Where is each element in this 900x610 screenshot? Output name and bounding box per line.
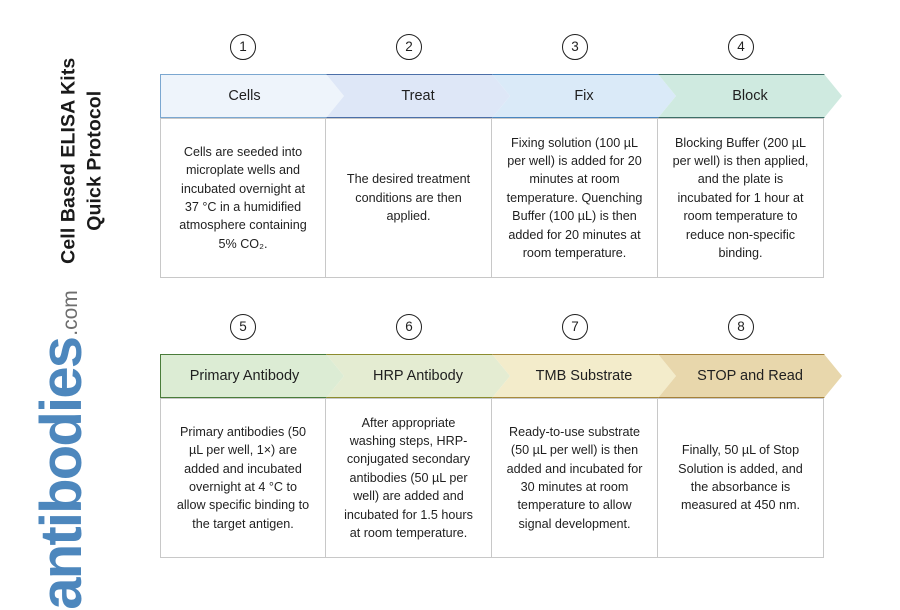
- flow-step-label: Block: [732, 88, 768, 104]
- flow-step-chevron[interactable]: Fix: [492, 74, 676, 118]
- flow-step-description: Cells are seeded into microplate wells a…: [179, 144, 307, 251]
- flow-step-description-box: Fixing solution (100 µL per well) is add…: [492, 118, 658, 278]
- brand-column: Cell Based ELISA Kits Quick Protocol ant…: [0, 0, 155, 610]
- step-number-badge: 7: [562, 314, 588, 340]
- flow-step-chevron[interactable]: Cells: [160, 74, 344, 118]
- detail-strip: Cells are seeded into microplate wells a…: [160, 118, 842, 278]
- flow-step-label: STOP and Read: [697, 368, 803, 384]
- flow-step-description-box: Blocking Buffer (200 µL per well) is the…: [658, 118, 824, 278]
- step-badge-strip: 5 6 7 8: [160, 314, 840, 354]
- flow-step-description: After appropriate washing steps, HRP-con…: [344, 415, 473, 540]
- flow-step-chevron[interactable]: Primary Antibody: [160, 354, 344, 398]
- flow-step-description: Primary antibodies (50 µL per well, 1×) …: [176, 424, 310, 531]
- flow-row-2: 5 6 7 8 Primary Antibody HRP Antibody TMB Sub…: [160, 314, 842, 558]
- flow-step-description: The desired treatment conditions are the…: [346, 172, 471, 224]
- flow-step-label: HRP Antibody: [372, 368, 463, 384]
- chevron-strip: Primary Antibody HRP Antibody TMB Substrat…: [160, 354, 842, 398]
- detail-strip: Primary antibodies (50 µL per well, 1×) …: [160, 398, 842, 558]
- flow-step-description-box: Ready-to-use substrate (50 µL per well) …: [492, 398, 658, 558]
- step-number-badge: 5: [230, 314, 256, 340]
- flow-step-chevron[interactable]: Block: [658, 74, 842, 118]
- flow-row-1: 1 2 3 4 Cells Treat Fix Block Cells are seeded…: [160, 34, 842, 278]
- flow-step-description: Fixing solution (100 µL per well) is add…: [506, 135, 643, 260]
- flow-step-description-box: Primary antibodies (50 µL per well, 1×) …: [160, 398, 326, 558]
- flow-step-description-box: The desired treatment conditions are the…: [326, 118, 492, 278]
- flow-step-chevron[interactable]: HRP Antibody: [326, 354, 510, 398]
- flow-step-label: TMB Substrate: [535, 368, 633, 384]
- antibodies-logo[interactable]: antibodies .com: [0, 290, 94, 610]
- flow-step-label: Treat: [401, 88, 435, 104]
- page-title: Cell Based ELISA Kits Quick Protocol: [57, 57, 105, 264]
- flow-step-description: Finally, 50 µL of Stop Solution is added…: [678, 443, 803, 513]
- flow-step-label: Fix: [574, 88, 594, 104]
- flow-step-chevron[interactable]: TMB Substrate: [492, 354, 676, 398]
- step-number-badge: 1: [230, 34, 256, 60]
- flow-step-description-box: Cells are seeded into microplate wells a…: [160, 118, 326, 278]
- step-number-badge: 4: [728, 34, 754, 60]
- flow-step-label: Cells: [228, 88, 261, 104]
- flow-step-description: Blocking Buffer (200 µL per well) is the…: [672, 135, 809, 260]
- step-number-badge: 2: [396, 34, 422, 60]
- flow-step-label: Primary Antibody: [189, 368, 300, 384]
- logo-wordmark: antibodies: [28, 337, 94, 610]
- flow-step-chevron[interactable]: Treat: [326, 74, 510, 118]
- step-number-badge: 8: [728, 314, 754, 340]
- flow-step-description-box: After appropriate washing steps, HRP-con…: [326, 398, 492, 558]
- step-number-badge: 3: [562, 34, 588, 60]
- flow-step-description: Ready-to-use substrate (50 µL per well) …: [506, 424, 643, 531]
- flow-step-description-box: Finally, 50 µL of Stop Solution is added…: [658, 398, 824, 558]
- step-number-badge: 6: [396, 314, 422, 340]
- chevron-strip: Cells Treat Fix Block: [160, 74, 842, 118]
- flow-step-chevron[interactable]: STOP and Read: [658, 354, 842, 398]
- step-badge-strip: 1 2 3 4: [160, 34, 840, 74]
- logo-tld: .com: [59, 290, 82, 336]
